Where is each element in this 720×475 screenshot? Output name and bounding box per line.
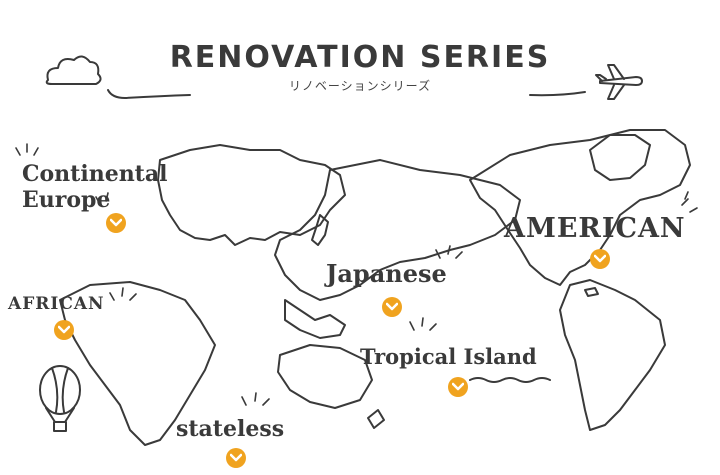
region-label-japanese: Japanese [326,259,447,288]
title-right-swoosh [529,91,586,97]
region-american-link[interactable]: AMERICAN [504,213,686,269]
hot-air-balloon-icon [39,365,81,432]
airplane-icon [595,64,643,100]
region-label-stateless: stateless [176,416,285,442]
cloud-icon [45,55,102,85]
region-label-african: AFRICAN [8,294,105,314]
chevron-down-icon[interactable] [54,320,74,340]
region-continental-europe-link[interactable]: Continental Europe [22,161,168,233]
region-japanese-link[interactable]: Japanese [326,259,447,317]
page-title: RENOVATION SERIES [169,40,551,75]
region-label-tropical-island: Tropical Island [360,344,537,369]
title-left-swoosh [107,89,191,99]
chevron-down-icon[interactable] [382,297,402,317]
page-subtitle: リノベーションシリーズ [288,79,432,93]
region-stateless-link[interactable]: stateless [176,416,285,468]
region-label-american: AMERICAN [504,213,686,244]
chevron-down-icon[interactable] [590,249,610,269]
chevron-down-icon[interactable] [448,377,468,397]
region-label-europe: Europe [22,187,111,213]
region-tropical-island-link[interactable]: Tropical Island [360,344,537,397]
region-label-continental: Continental [22,161,168,187]
chevron-down-icon[interactable] [106,213,126,233]
region-african-link[interactable]: AFRICAN [8,294,105,340]
chevron-down-icon[interactable] [226,448,246,468]
